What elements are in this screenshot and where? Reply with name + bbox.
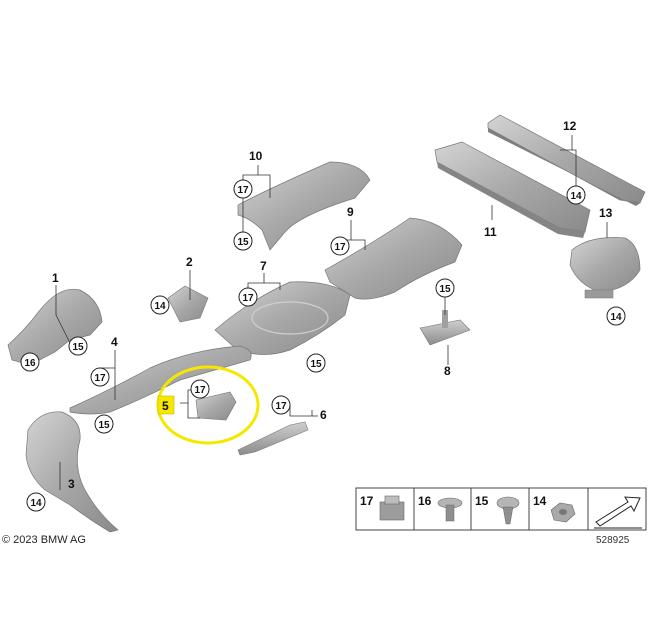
- ref-15-d: 15: [98, 420, 110, 431]
- push-rivet-icon: [496, 496, 520, 525]
- part-12-heat-shield: [487, 114, 646, 206]
- callout-8: 8: [444, 364, 451, 378]
- legend-label-15: 15: [475, 494, 489, 508]
- part-8-bracket: [419, 310, 471, 346]
- callout-5: 5: [162, 399, 169, 413]
- callout-12: 12: [563, 119, 577, 133]
- fastener-legend: 17 16 15 14: [355, 487, 647, 531]
- ref-17-c: 17: [242, 293, 254, 304]
- ref-15-a: 15: [237, 237, 249, 248]
- callouts: 1 2 3 4 6 7 8 9 10 11 12 13: [52, 119, 613, 491]
- part-6-heat-shield: [237, 421, 309, 456]
- direction-arrow-icon: [594, 496, 642, 529]
- ref-17-d: 17: [94, 373, 106, 384]
- part-7-heat-shield: [214, 281, 351, 355]
- callout-4: 4: [111, 335, 118, 349]
- part-1-heat-shield: [7, 288, 103, 366]
- callout-13: 13: [599, 206, 613, 220]
- ref-15-c: 15: [310, 359, 322, 370]
- ref-14-b: 14: [570, 191, 582, 202]
- callout-9: 9: [347, 205, 354, 219]
- part-3-wheel-arch-shield: [25, 411, 119, 533]
- ref-15-b: 15: [72, 342, 84, 353]
- ref-14-c: 14: [610, 312, 622, 323]
- part-13-heat-shield: [569, 237, 641, 299]
- ref-16-a: 16: [24, 358, 36, 369]
- callout-7: 7: [260, 259, 267, 273]
- callout-6: 6: [320, 408, 327, 422]
- clip-nut-icon: [379, 495, 405, 521]
- ref-14-a: 14: [154, 301, 166, 312]
- callout-2: 2: [186, 255, 193, 269]
- ref-15-e: 15: [439, 284, 451, 295]
- screw-washer-icon: [437, 497, 463, 522]
- callout-11: 11: [484, 225, 497, 239]
- ref-17-b: 17: [334, 242, 346, 253]
- legend-label-17: 17: [360, 494, 374, 508]
- legend-label-16: 16: [418, 494, 432, 508]
- part-10-heat-shield: [237, 161, 371, 251]
- callout-10: 10: [249, 149, 263, 163]
- copyright-text: © 2023 BMW AG: [2, 534, 86, 546]
- part-5-heat-shield: [195, 391, 237, 421]
- ref-17-e: 17: [194, 385, 206, 396]
- callout-5-highlighted: 5: [157, 395, 175, 415]
- diagram-number: 528925: [596, 535, 630, 546]
- ref-17-a: 17: [237, 185, 249, 196]
- hex-nut-icon: [550, 502, 576, 523]
- ref-14-d: 14: [30, 498, 42, 509]
- circled-references: 17 17 17 17 17 17 15 15 15 15 15 14 14 1…: [20, 179, 626, 512]
- part-9-heat-shield: [324, 217, 463, 300]
- part-2-bracket: [167, 285, 209, 323]
- legend-label-14: 14: [533, 494, 547, 508]
- ref-17-f: 17: [275, 401, 287, 412]
- callout-3: 3: [68, 477, 75, 491]
- callout-1: 1: [52, 271, 59, 285]
- part-11-heat-shield: [434, 141, 591, 238]
